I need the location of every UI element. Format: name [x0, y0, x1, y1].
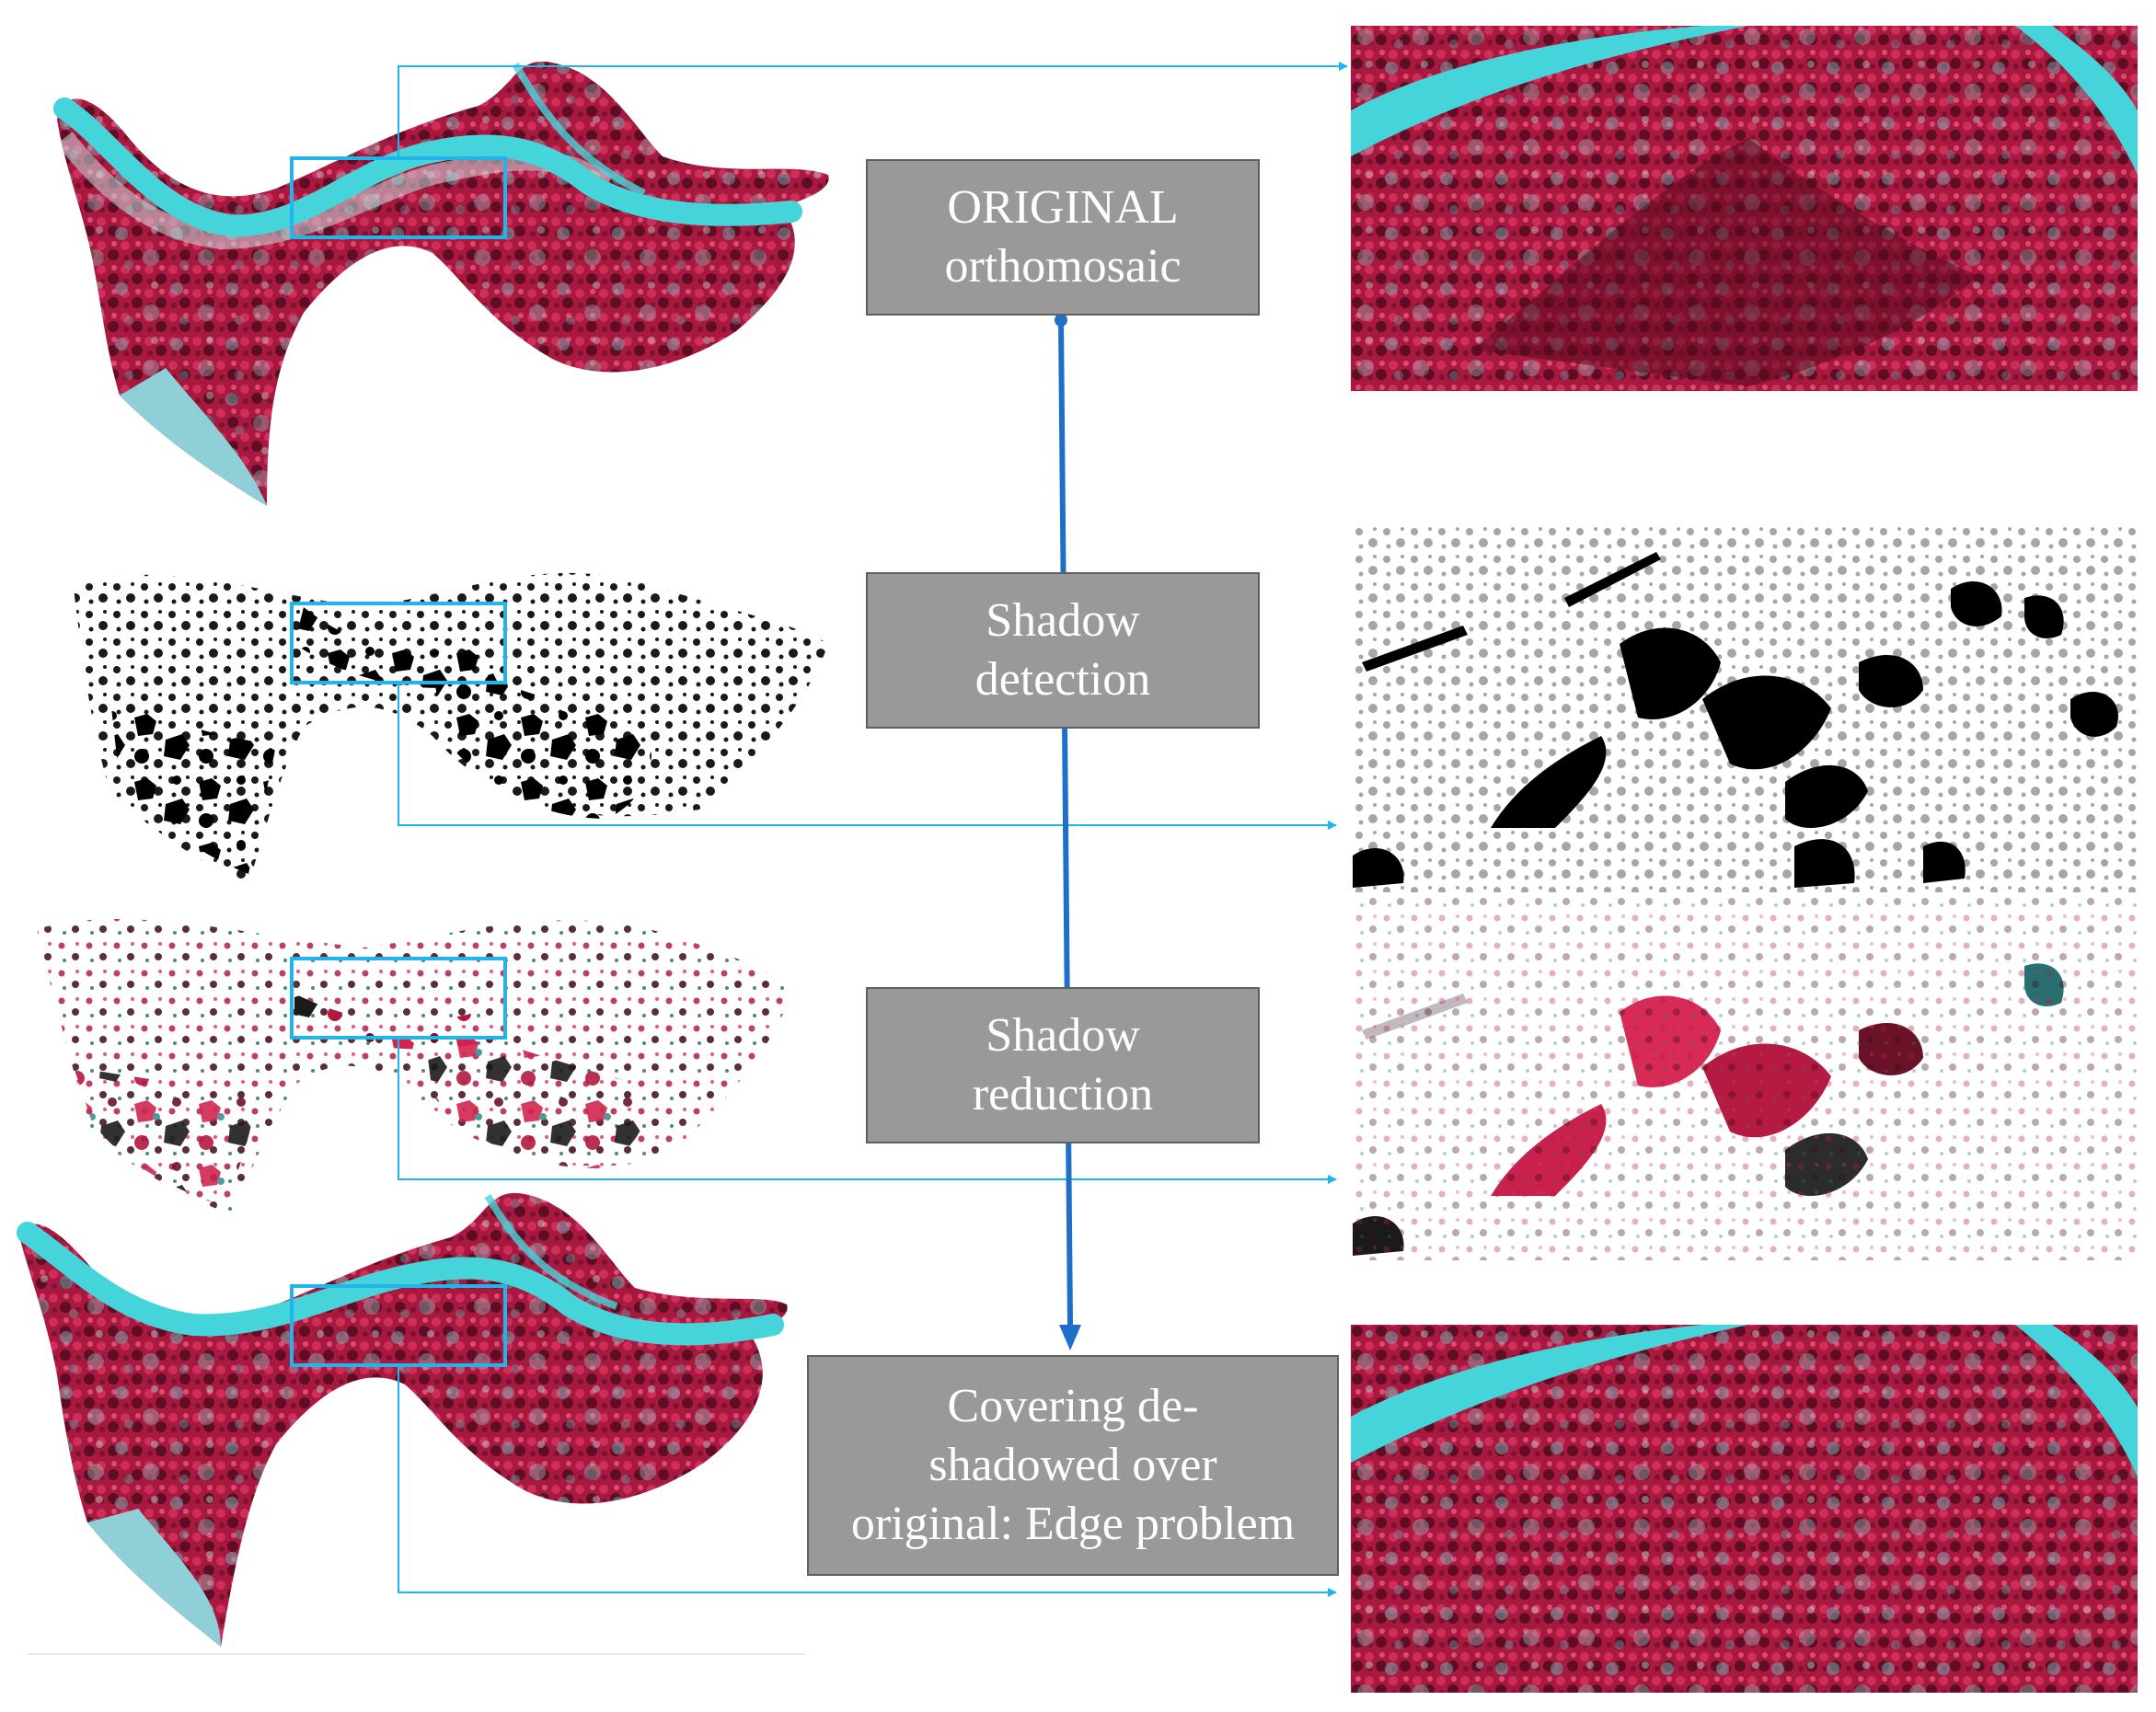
orthomosaic-overview-map — [53, 61, 829, 506]
step-box-covering-deshadowed: Covering de- shadowed over original: Edg… — [807, 1355, 1339, 1576]
combined-overview-map — [17, 1192, 805, 1655]
zoom-panel-shadow-reduced — [1351, 897, 2138, 1260]
step-label-shadow-detection: Shadow detection — [974, 594, 1151, 706]
zoom-panel-combined — [1351, 1325, 2138, 1693]
callout-line-shadow-mask — [398, 683, 1337, 830]
step-label-original: ORIGINAL orthomosaic — [944, 181, 1182, 293]
step-label-covering-deshadowed: Covering de- shadowed over original: Edg… — [850, 1380, 1296, 1550]
step-box-shadow-detection: Shadow detection — [866, 572, 1260, 729]
process-flow-arrow — [1055, 314, 1081, 1350]
shadow-mask-overview-map — [74, 572, 828, 883]
zoom-panel-original — [1351, 26, 2138, 391]
callout-line-combined — [398, 1365, 1337, 1597]
callout-line-shadow-reduced — [398, 1038, 1337, 1184]
step-box-shadow-reduction: Shadow reduction — [866, 987, 1260, 1143]
step-label-shadow-reduction: Shadow reduction — [972, 1009, 1154, 1120]
callout-line-original — [398, 62, 1348, 158]
step-box-original: ORIGINAL orthomosaic — [866, 159, 1260, 316]
shadow-reduced-overview-map — [37, 919, 791, 1214]
zoom-panel-shadow-mask — [1351, 524, 2138, 892]
